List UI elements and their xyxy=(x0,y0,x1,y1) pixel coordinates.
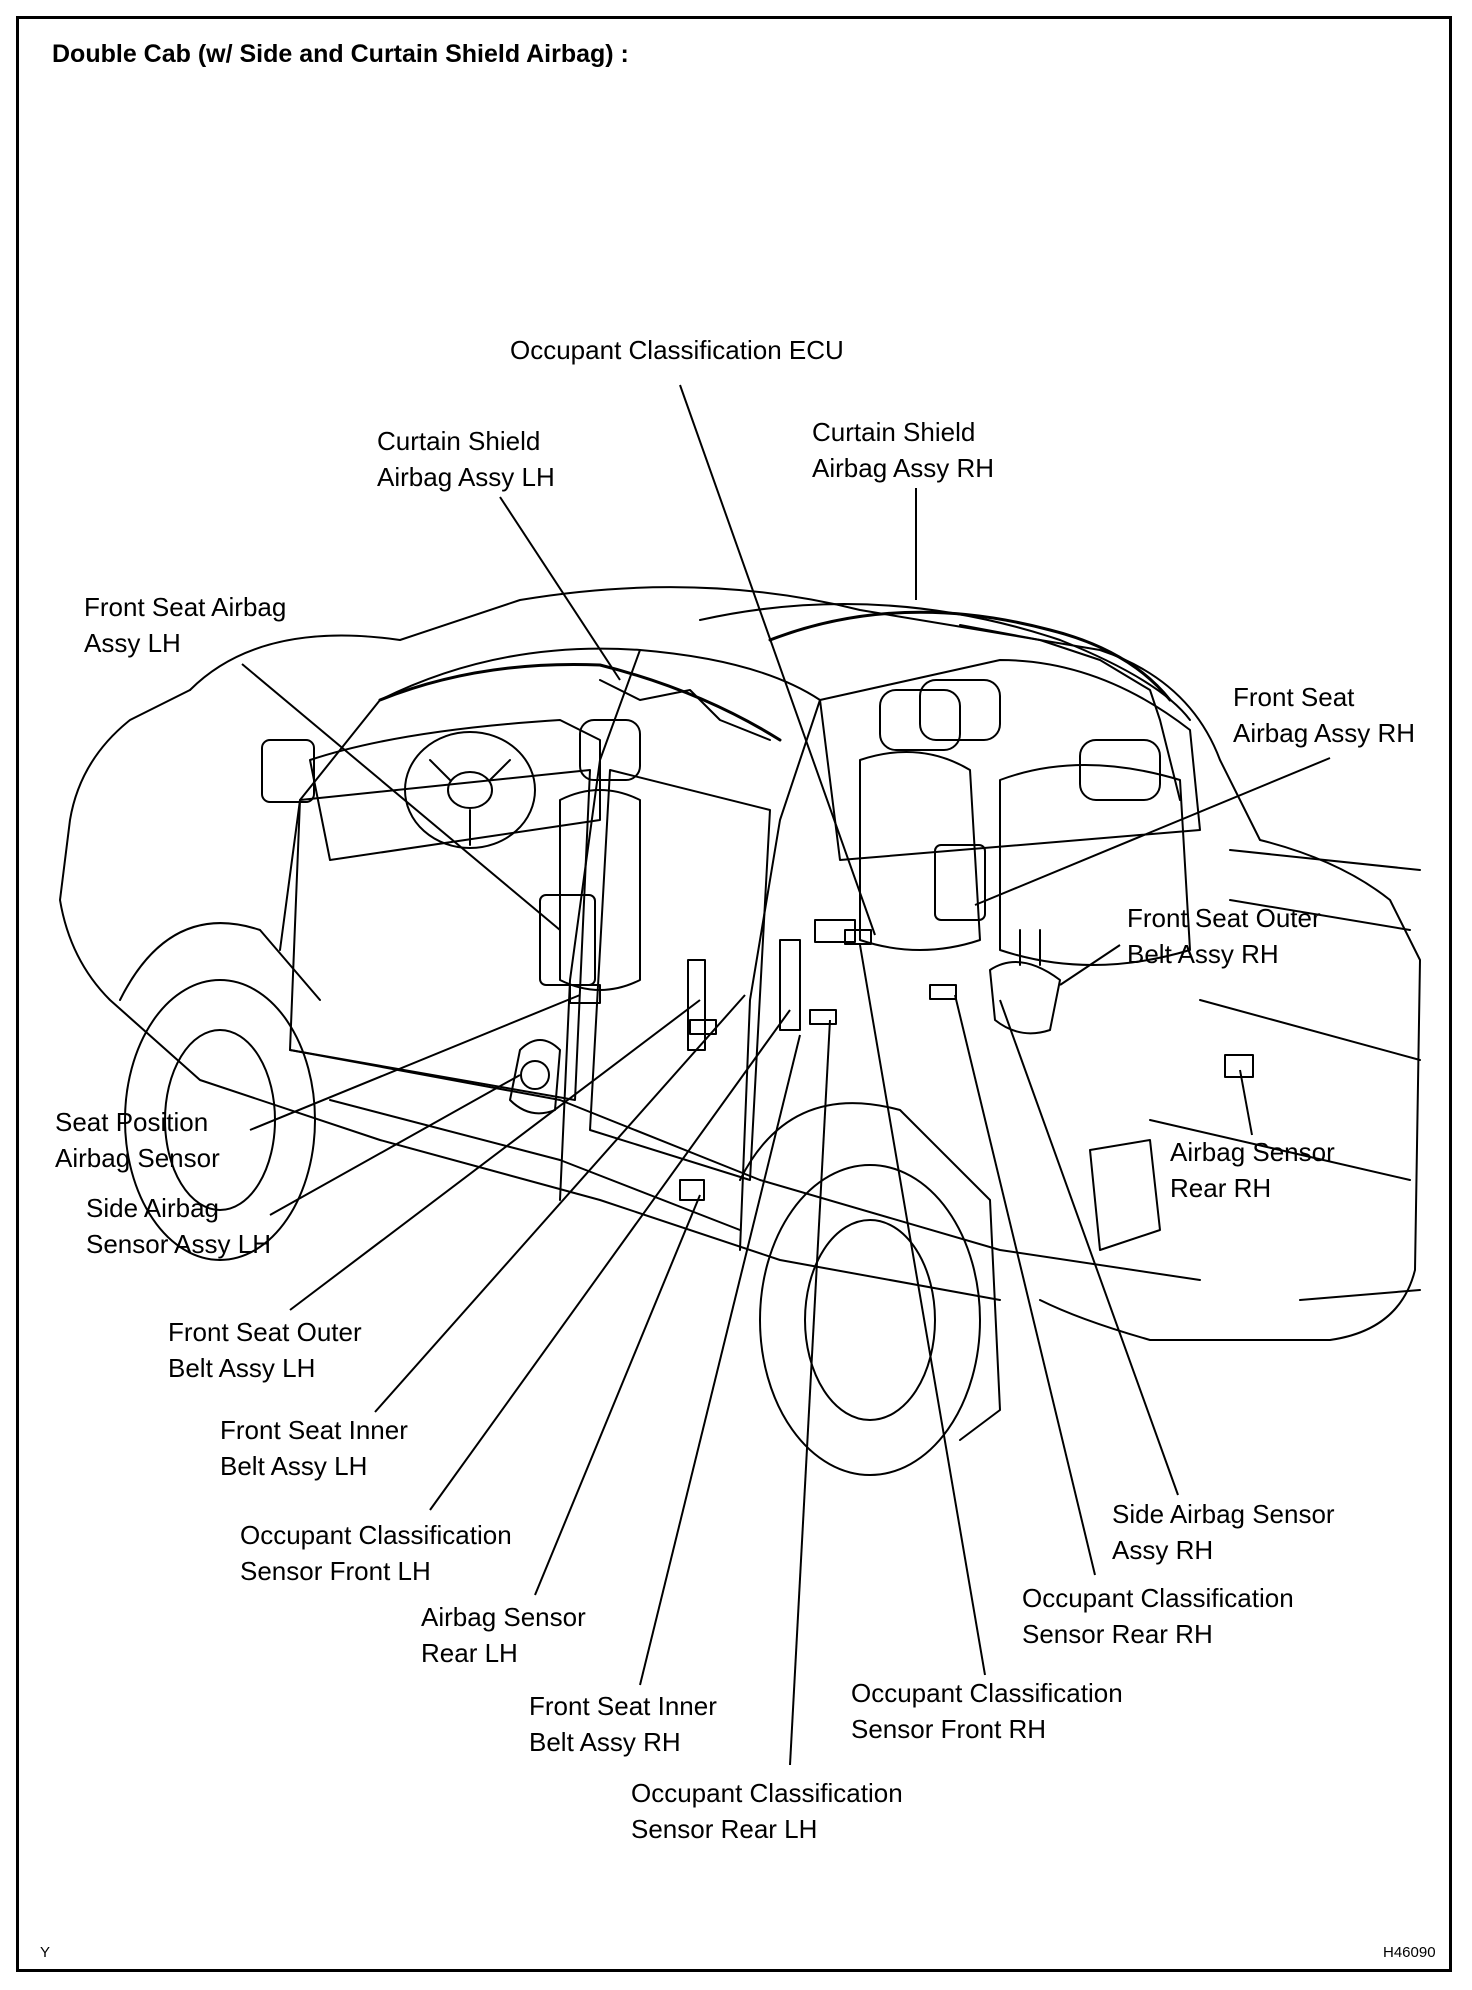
leader-side-sensor-lh xyxy=(269,1074,521,1216)
cab-roof-outline xyxy=(189,586,1421,1341)
leader-occ-rear-lh xyxy=(789,1019,831,1766)
leader-occ-front-lh xyxy=(429,1009,791,1511)
occ-sensor-rear-lh-part xyxy=(809,1009,837,1025)
leader-occ-front-rh xyxy=(859,944,986,1676)
leader-inner-belt-lh xyxy=(374,994,746,1413)
leader-airbag-sensor-rear-rh xyxy=(1239,1069,1253,1136)
front-seat-airbag-rh-part xyxy=(934,844,986,921)
diagram-title: Double Cab (w/ Side and Curtain Shield A… xyxy=(52,40,629,68)
inner-belt-lh-part xyxy=(687,959,706,1051)
side-mirror xyxy=(261,739,315,803)
label-occupant-classification-ecu: Occupant Classification ECU xyxy=(510,335,844,365)
front-seat-rh xyxy=(859,751,981,951)
front-wheel xyxy=(124,979,316,1261)
leader-occ-rear-rh xyxy=(954,994,1096,1576)
truck-hood-outline xyxy=(59,689,1001,1301)
door-opening-rear xyxy=(589,769,771,1181)
occ-sensor-rear-rh-part xyxy=(929,984,957,1000)
airbag-sensor-rear-lh-part xyxy=(679,1179,705,1201)
leader-outer-belt-rh xyxy=(1059,944,1121,986)
curtain-airbag-rh xyxy=(768,610,1172,702)
leader-side-sensor-rh xyxy=(999,999,1179,1496)
b-pillar xyxy=(559,649,641,1201)
leader-occ-ecu xyxy=(679,384,876,936)
seat-position-sensor-part xyxy=(569,984,601,1004)
leader-front-airbag-rh xyxy=(974,757,1331,906)
leader-inner-belt-rh xyxy=(639,1034,801,1686)
curtain-airbag-lh xyxy=(378,662,782,742)
leader-outer-belt-lh xyxy=(289,999,701,1311)
occ-ecu-part xyxy=(814,919,856,943)
floor-sill xyxy=(289,1049,1201,1281)
leader-airbag-sensor-rear-lh xyxy=(534,1194,701,1596)
rear-wheel xyxy=(759,1164,981,1476)
steering-wheel xyxy=(404,731,536,849)
airbag-sensor-rear-rh-part xyxy=(1224,1054,1254,1078)
rear-window xyxy=(819,659,1201,861)
inner-belt-rh-part xyxy=(779,939,801,1031)
truck-bed xyxy=(1149,849,1421,1181)
rear-seat xyxy=(999,764,1191,966)
outer-belt-rh-part xyxy=(989,961,1061,1035)
front-seat-lh xyxy=(559,789,641,991)
tail-light xyxy=(1089,1139,1161,1251)
leader-seat-position xyxy=(249,994,581,1131)
door-opening-front xyxy=(289,769,591,1101)
leader-front-airbag-lh xyxy=(241,663,561,931)
dashboard xyxy=(309,719,601,861)
corner-code-right: H46090 xyxy=(1383,1944,1436,1961)
diagram-frame xyxy=(16,16,1452,1972)
roof-rail-left xyxy=(379,647,821,701)
roof-rail-right xyxy=(699,603,1191,721)
front-seat-airbag-lh-part xyxy=(539,894,596,986)
leader-curtain-lh xyxy=(499,496,621,681)
corner-code-left: Y xyxy=(40,1944,51,1961)
occ-sensor-front-rh-part xyxy=(844,929,872,945)
